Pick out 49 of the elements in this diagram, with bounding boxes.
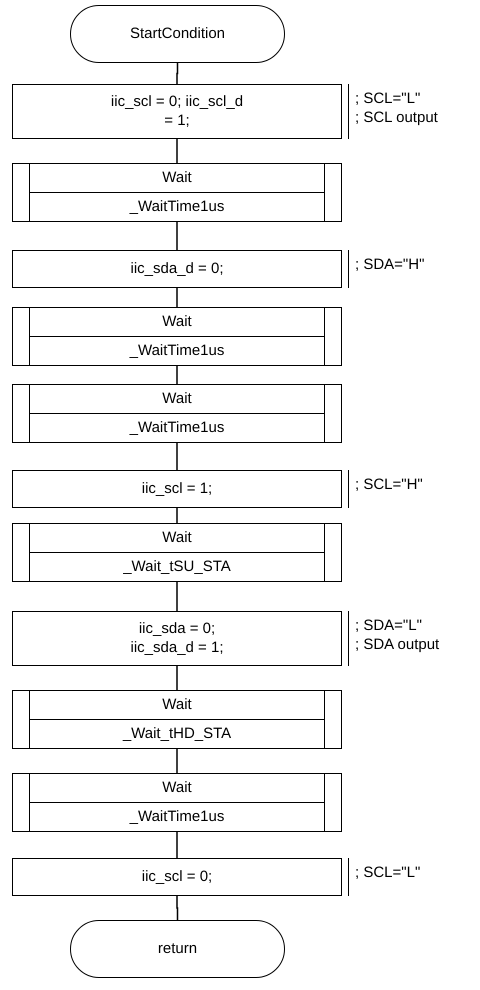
code-text: Wait (162, 696, 192, 714)
comment-text: ; SDA="L" (355, 617, 423, 636)
connector-line (176, 366, 178, 384)
code-text: iic_sda = 0; iic_sda_d = 1; (130, 620, 224, 658)
process-box (12, 611, 342, 666)
code-text: StartCondition (130, 24, 226, 44)
code-text: iic_scl = 1; (142, 480, 212, 498)
connector-line (176, 443, 178, 470)
connector-line (176, 582, 178, 611)
connector-line (176, 749, 178, 773)
connector-line (176, 222, 178, 250)
connector-line (176, 896, 178, 920)
comment-text: ; SCL="L" (355, 90, 422, 109)
code-text: Wait (162, 312, 192, 332)
comment-text: ; SDA="H" (355, 256, 426, 275)
code-text: _Wait_tSU_STA (123, 558, 231, 576)
code-text: _WaitTime1us (130, 342, 224, 360)
connector-line (176, 139, 178, 163)
comment-text: ; SCL output (355, 108, 439, 128)
process-box (12, 470, 342, 508)
code-text: _WaitTime1us (130, 418, 224, 438)
code-text: _WaitTime1us (130, 198, 224, 216)
connector-line (176, 288, 178, 307)
code-text: _Wait_tHD_STA (122, 724, 232, 744)
code-text: Wait (162, 778, 192, 798)
process-box (12, 250, 342, 288)
code-text: Wait (162, 168, 192, 188)
process-box (12, 858, 342, 896)
connector-line (176, 666, 178, 690)
code-text: iic_scl = 0; (142, 868, 212, 886)
subroutine-box (12, 690, 342, 749)
subroutine-box (12, 773, 342, 832)
comment-text: ; SCL="L" (355, 864, 422, 883)
connector-line (176, 508, 178, 523)
code-text: Wait (162, 528, 192, 548)
code-text: iic_sda_d = 0; (130, 260, 224, 278)
subroutine-box (12, 523, 342, 582)
comment-text: ; SDA output (355, 636, 440, 654)
code-text: iic_scl = 0; iic_scl_d = 1; (110, 92, 244, 130)
comment-text: ; SCL="H" (355, 476, 424, 495)
subroutine-box (12, 384, 342, 443)
subroutine-box (12, 163, 342, 222)
connector-line (176, 832, 178, 858)
code-text: return (158, 940, 198, 958)
subroutine-box (12, 307, 342, 366)
process-box (12, 84, 342, 139)
code-text: _WaitTime1us (130, 808, 224, 826)
code-text: Wait (162, 390, 192, 408)
connector-line (176, 63, 178, 84)
